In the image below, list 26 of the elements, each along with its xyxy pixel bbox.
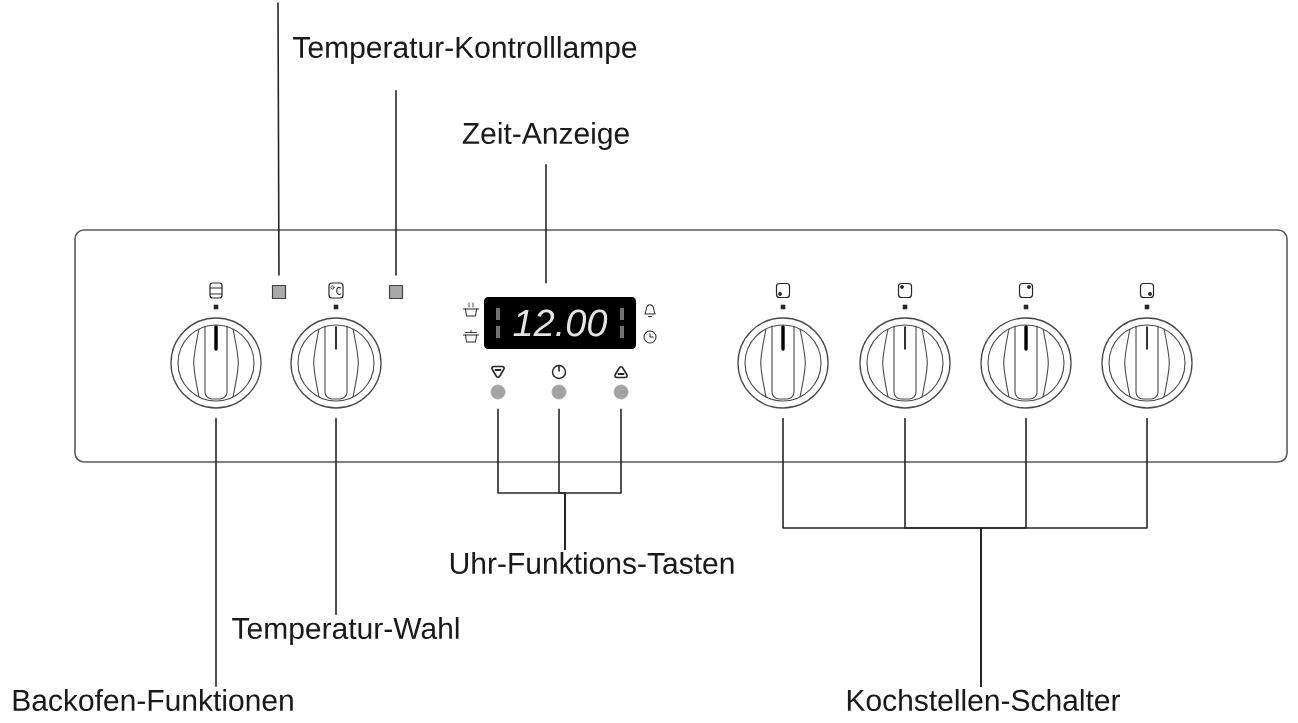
leader-line <box>395 89 397 276</box>
leader-line <box>980 417 1148 688</box>
callout-label: Zeit-Anzeige <box>462 122 629 150</box>
leader-line <box>545 163 547 284</box>
control-knob <box>859 317 951 409</box>
control-panel <box>74 229 1288 463</box>
callout-label: Kochstellen-Schalter <box>847 689 1121 712</box>
control-knob <box>737 317 829 409</box>
leader-line <box>564 408 622 551</box>
indicator-lamp <box>271 284 287 300</box>
callout-label: Temperatur-Kontrolllampe <box>293 36 637 64</box>
control-knob <box>980 317 1072 409</box>
leader-line <box>277 2 280 276</box>
control-knob <box>290 317 382 409</box>
push-button <box>613 384 629 400</box>
leader-line <box>215 417 217 688</box>
indicator-lamp <box>388 284 404 300</box>
digital-display: 12.00 <box>484 297 636 349</box>
control-knob <box>1101 317 1193 409</box>
callout-label: Backofen-Funktionen <box>13 689 293 712</box>
leader-line <box>335 417 337 616</box>
push-button <box>490 384 506 400</box>
callout-label: Uhr-Funktions-Tasten <box>450 552 734 575</box>
control-knob <box>170 317 262 409</box>
callout-label: Temperatur-Wahl <box>232 617 459 645</box>
push-button <box>551 384 567 400</box>
